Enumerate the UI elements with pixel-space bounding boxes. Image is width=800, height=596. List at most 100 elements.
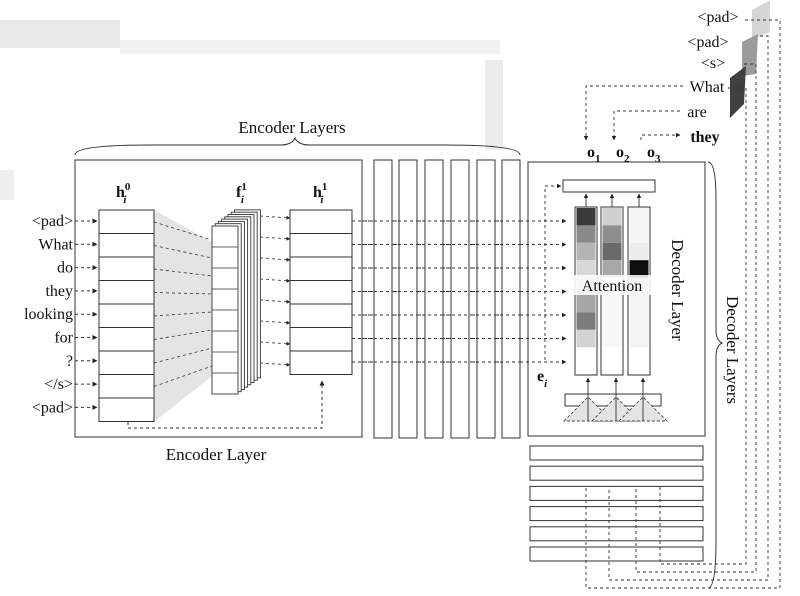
decoder-output-bar bbox=[562, 179, 656, 193]
attention-cell bbox=[576, 242, 596, 261]
pad-marker-light bbox=[752, 0, 770, 40]
attention-cell bbox=[629, 242, 649, 261]
input-token: for bbox=[54, 330, 73, 347]
output-token-list: <pad> <pad> <s> What are they bbox=[687, 0, 770, 146]
h0-cell bbox=[98, 397, 155, 422]
feedback-loop-outer bbox=[585, 19, 781, 589]
convolution-field bbox=[154, 210, 212, 422]
attention-cell bbox=[629, 312, 649, 330]
pad-marker-mid bbox=[742, 34, 758, 76]
attention-cell bbox=[576, 295, 596, 313]
attention-cell bbox=[629, 208, 649, 226]
h0-cell bbox=[98, 256, 155, 281]
attention-cell bbox=[602, 329, 622, 348]
conv-line bbox=[153, 292, 213, 295]
h1-hidden-stack bbox=[289, 209, 353, 375]
encoder-layer-column bbox=[501, 159, 521, 439]
h0-cell bbox=[98, 374, 155, 399]
conv-line bbox=[153, 311, 213, 317]
input-token: <pad> bbox=[32, 399, 73, 416]
encoder-layer-column bbox=[398, 159, 418, 439]
output-token: are bbox=[687, 104, 707, 121]
output-token: <pad> bbox=[687, 34, 728, 51]
decoder-layers-title: Decoder Layers bbox=[723, 296, 742, 404]
encoder-layers-title: Encoder Layers bbox=[238, 118, 345, 137]
filter-to-h1-arrow bbox=[259, 320, 291, 325]
conv-line bbox=[153, 365, 213, 387]
attention-cell bbox=[576, 225, 596, 243]
attention-cell bbox=[576, 208, 596, 226]
attention-cell bbox=[629, 260, 649, 278]
h1-cell bbox=[289, 303, 353, 328]
feedback-loop-4 bbox=[659, 87, 747, 565]
filter-to-h1-arrow bbox=[259, 341, 291, 346]
attention-cell bbox=[629, 329, 649, 348]
input-token: they bbox=[45, 283, 73, 300]
decoder-input-triangles bbox=[562, 377, 669, 422]
h0-embedding-stack bbox=[98, 209, 155, 422]
decoder-layer-box bbox=[527, 161, 706, 437]
feedback-loop-2 bbox=[608, 35, 769, 581]
input-token: </s> bbox=[44, 376, 73, 393]
conv-line bbox=[153, 329, 213, 340]
attention-cell bbox=[602, 225, 622, 243]
residual-connection bbox=[127, 380, 325, 429]
encoder-layer-column bbox=[424, 159, 444, 439]
attention-cell bbox=[576, 312, 596, 330]
o2-label: o2 bbox=[616, 144, 630, 165]
output-token: <pad> bbox=[697, 9, 738, 26]
attention-cell bbox=[602, 312, 622, 330]
attention-cell bbox=[602, 295, 622, 313]
h0-cell bbox=[98, 350, 155, 375]
decoder-input-arrows bbox=[544, 183, 562, 360]
input-token: looking bbox=[24, 306, 73, 323]
convolution-connections bbox=[153, 215, 291, 387]
h0-cell bbox=[98, 303, 155, 328]
attention-cell bbox=[602, 242, 622, 261]
decoder-layers-brace bbox=[707, 161, 724, 589]
filter-to-h1-arrow bbox=[259, 362, 291, 367]
decoder-layer-title: Decoder Layer bbox=[668, 239, 687, 341]
input-token: do bbox=[57, 260, 73, 277]
input-token: <pad> bbox=[32, 213, 73, 230]
attention-cell bbox=[576, 260, 596, 278]
attention-cell bbox=[602, 208, 622, 226]
h0-cell bbox=[98, 280, 155, 305]
decoder-layer-row bbox=[529, 465, 704, 481]
filter-to-h1-arrow bbox=[259, 215, 291, 220]
attention-cell bbox=[602, 260, 622, 278]
stacked-decoder-layers bbox=[529, 445, 704, 562]
feedback-loop-3 bbox=[635, 63, 757, 573]
output-token: they bbox=[690, 129, 719, 146]
input-token: What bbox=[38, 236, 73, 253]
h1-cell bbox=[289, 209, 353, 234]
h1-cell bbox=[289, 327, 353, 352]
h1-cell bbox=[289, 233, 353, 258]
filter-to-h1-arrow bbox=[259, 236, 291, 241]
filter-to-h1-arrow bbox=[259, 257, 291, 262]
attention-map bbox=[574, 193, 651, 376]
encoder-layers-brace bbox=[74, 136, 521, 156]
attention-label: Attention bbox=[582, 278, 642, 295]
filter-stack bbox=[211, 209, 261, 395]
output-token: <s> bbox=[701, 55, 725, 72]
conv-line bbox=[153, 268, 213, 277]
encoder-layer-column bbox=[450, 159, 470, 439]
decoder-layer-row bbox=[529, 485, 704, 501]
conv-line bbox=[153, 347, 213, 364]
encoder-layer-box bbox=[74, 159, 363, 438]
h1-cell bbox=[289, 256, 353, 281]
filter-to-h1-arrow bbox=[259, 299, 291, 304]
h0-cell bbox=[98, 327, 155, 352]
filter-layer bbox=[211, 225, 239, 395]
output-token: What bbox=[690, 79, 725, 96]
h1-cell bbox=[289, 350, 353, 375]
attention-cell bbox=[629, 225, 649, 243]
decoder-layer-row bbox=[529, 546, 704, 562]
stacked-encoder-layers bbox=[362, 159, 522, 439]
